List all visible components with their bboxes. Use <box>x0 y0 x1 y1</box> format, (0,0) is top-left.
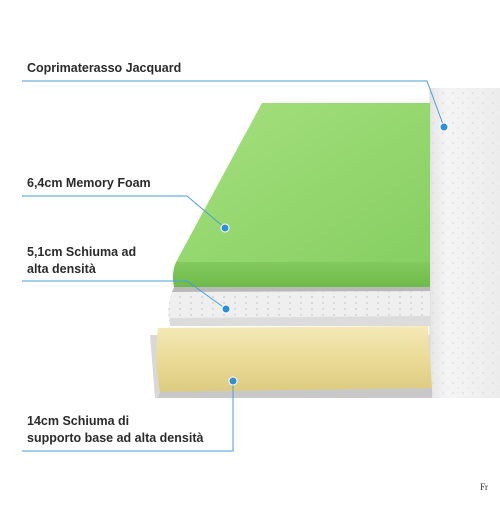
high-density-foam-layer <box>168 290 430 326</box>
leader-line-cover <box>22 80 445 128</box>
leader-line-base-foam <box>22 381 234 452</box>
leader-line-hd-foam <box>22 280 227 310</box>
leader-lines <box>22 80 445 452</box>
label-hd-foam: 5,1cm Schiuma ad alta densità <box>27 244 136 278</box>
marker-dot-base-foam <box>228 376 238 386</box>
marker-dots <box>220 122 449 386</box>
leader-line-memory-foam <box>22 195 226 229</box>
label-base-foam: 14cm Schiuma di supporto base ad alta de… <box>27 413 203 447</box>
marker-dot-hd-foam <box>221 304 231 314</box>
memory-foam-layer <box>172 103 430 292</box>
corner-mark: Fr <box>479 482 488 492</box>
label-base-foam-line2: supporto base ad alta densità <box>27 431 204 445</box>
label-hd-foam-line2: alta densità <box>27 262 96 276</box>
label-hd-foam-line1: 5,1cm Schiuma ad <box>27 245 137 259</box>
label-memory-foam: 6,4cm Memory Foam <box>27 176 151 190</box>
marker-dot-cover <box>439 122 449 132</box>
cover-layer <box>429 88 500 398</box>
label-cover: Coprimaterasso Jacquard <box>27 61 182 75</box>
label-base-foam-line1: 14cm Schiuma di <box>27 414 130 428</box>
base-foam-layer <box>150 326 432 398</box>
marker-dot-memory-foam <box>220 223 230 233</box>
